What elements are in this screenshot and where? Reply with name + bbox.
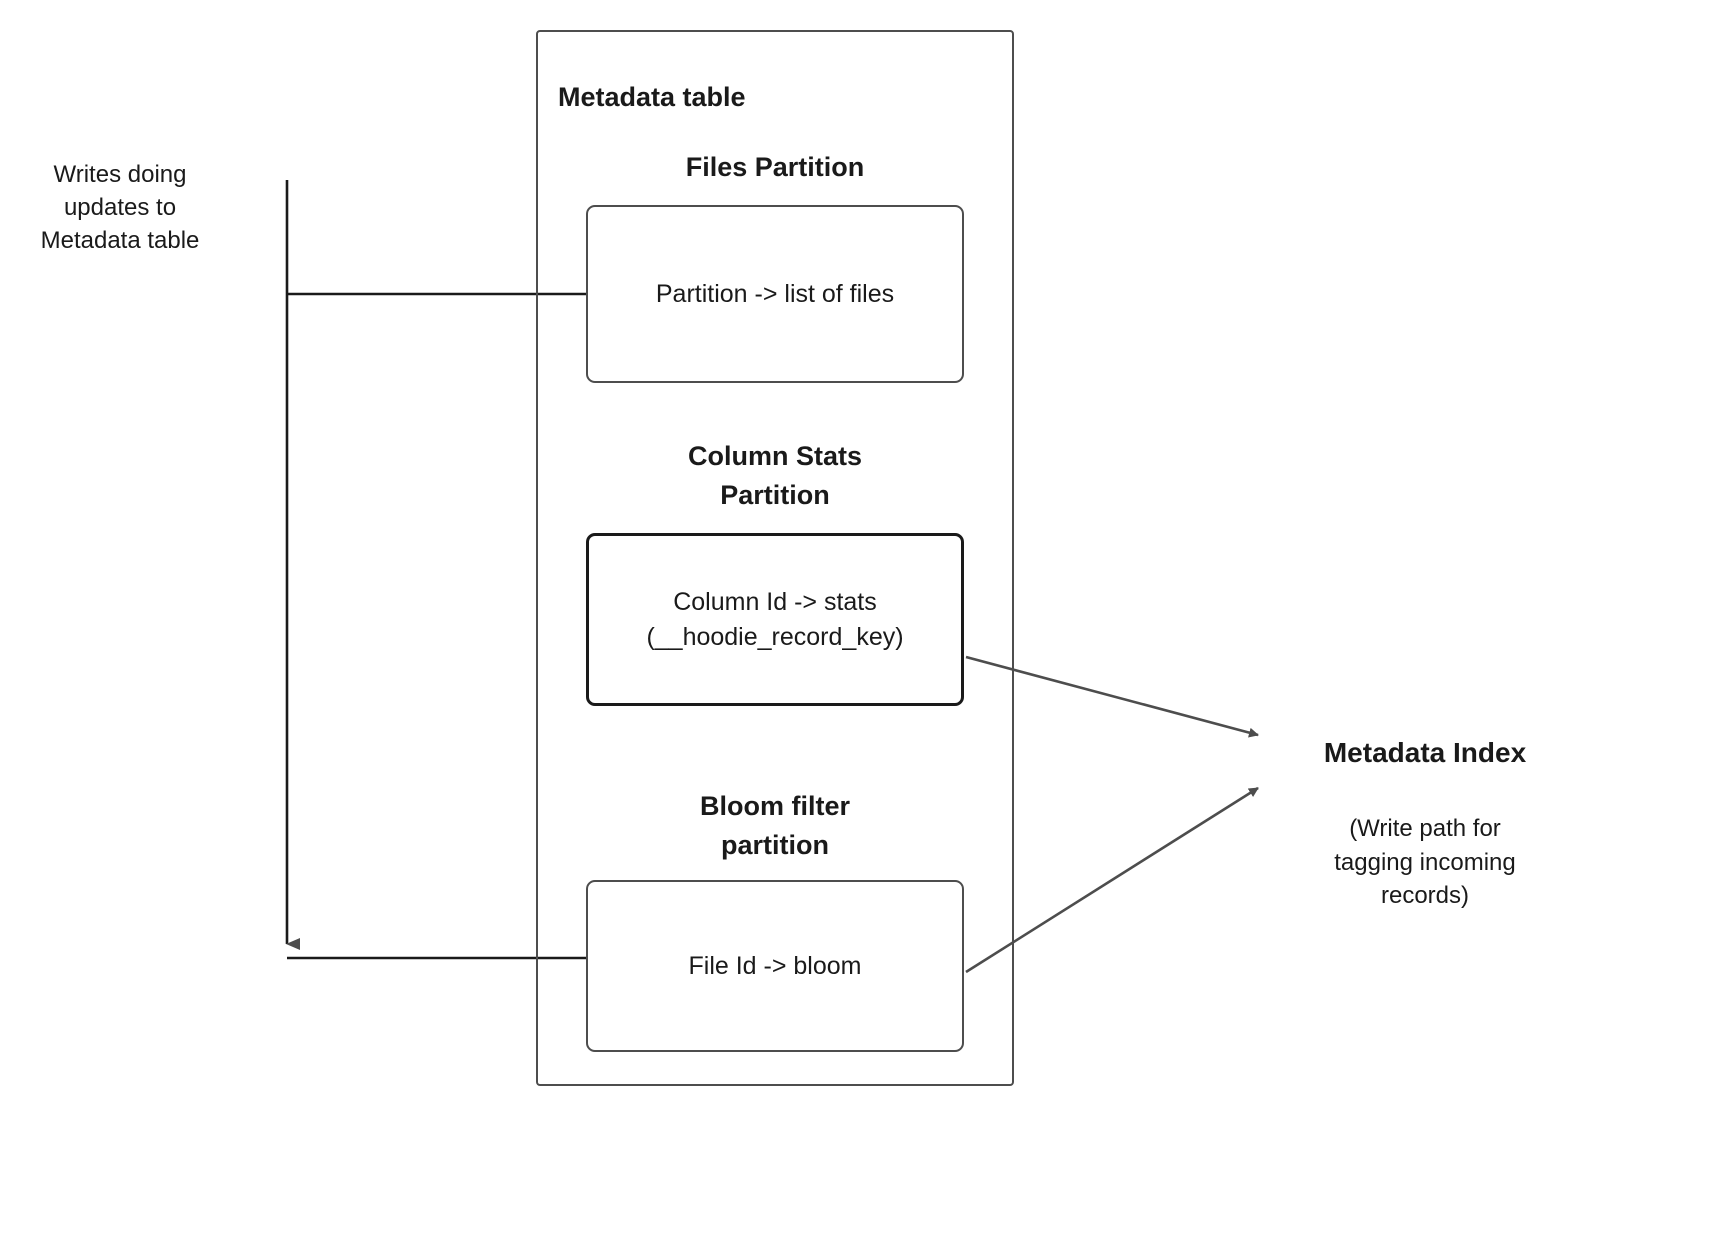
metadata-index-note: (Write path for tagging incoming records… — [1334, 815, 1516, 910]
bloom-filter-partition-box-text: File Id -> bloom — [688, 951, 862, 980]
files-partition-heading: Files Partition — [685, 152, 865, 182]
files-partition-box[interactable]: Partition -> list of files — [586, 205, 964, 383]
bloom-filter-partition-box[interactable]: File Id -> bloom — [586, 880, 964, 1052]
bloom-filter-partition-heading: Bloom filter partition — [699, 791, 850, 861]
column-stats-partition-heading: Column Stats Partition — [687, 441, 862, 511]
column-stats-partition-box[interactable]: Column Id -> stats (__hoodie_record_key) — [586, 533, 964, 706]
metadata-table-title: Metadata table — [558, 82, 746, 112]
writes-caption: Writes doing updates to Metadata table — [40, 161, 200, 255]
column-stats-partition-box-text: Column Id -> stats (__hoodie_record_key) — [646, 588, 904, 651]
metadata-index-title: Metadata Index — [1323, 737, 1527, 768]
metadata-table-container — [536, 30, 1014, 1086]
files-partition-box-text: Partition -> list of files — [655, 279, 895, 308]
